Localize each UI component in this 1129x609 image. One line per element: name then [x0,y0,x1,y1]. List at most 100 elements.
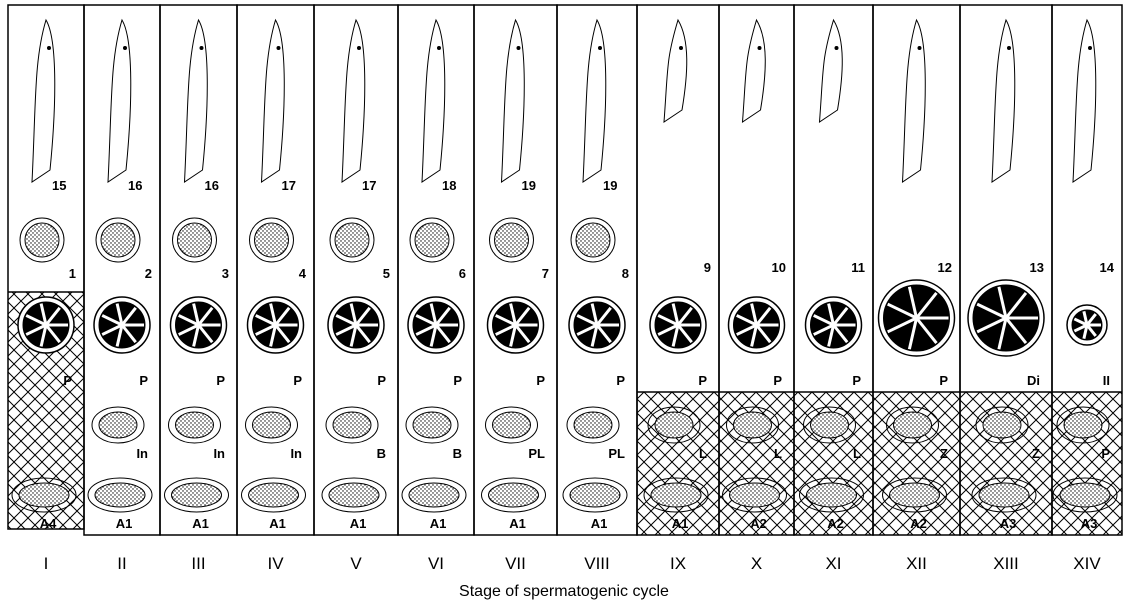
elongated-spermatid [262,20,285,182]
stage-numeral: V [350,554,362,573]
spermatid-round-label: 1 [69,266,76,281]
spermatid-nucleus [178,223,212,257]
spermatogonium-nucleus [329,483,379,507]
spermatogonium-label: A1 [430,516,447,531]
acrosome-dot [835,46,839,50]
spermatocyte-label: P [773,373,782,388]
spermatocyte-label: P [139,373,148,388]
spermatid-round-label: 5 [383,266,390,281]
stage-column: 163PInA1III [160,5,237,573]
stage-numeral: IV [267,554,284,573]
cell-type-label: In [213,446,225,461]
acrosome-dot [1007,46,1011,50]
cell-type-label: In [136,446,148,461]
elongated-spermatid [185,20,208,182]
cell-nucleus [176,412,214,438]
spermatid-round-label: 4 [299,266,307,281]
stage-numeral: III [191,554,205,573]
cell-nucleus [811,412,849,438]
stage-column: 9PLA1IX [637,5,719,573]
cell-nucleus [99,412,137,438]
spermatid-nucleus [255,223,289,257]
spermatid-nucleus [495,223,529,257]
spermatocyte-label: P [377,373,386,388]
stage-column: 197PPLA1VII [474,5,557,573]
cell-nucleus [1064,412,1102,438]
spermatid-nucleus [25,223,59,257]
spermatocyte-label: P [63,373,72,388]
cell-type-label: PL [608,446,625,461]
elongated-spermatid [903,20,926,182]
stage-column: 162PInA1II [84,5,160,573]
acrosome-dot [679,46,683,50]
acrosome-dot [758,46,762,50]
stage-column: 174PInA1IV [237,5,314,573]
acrosome-dot [200,46,204,50]
cell-type-label: P [1101,446,1110,461]
acrosome-dot [598,46,602,50]
cell-type-label: L [853,446,861,461]
cell-type-label: B [377,446,386,461]
spermatocyte-label: P [536,373,545,388]
stage-numeral: XI [825,554,841,573]
cell-type-label: Z [1032,446,1040,461]
stage-numeral: VI [428,554,444,573]
spermatocyte-label: II [1103,373,1110,388]
cell-type-label: L [774,446,782,461]
elongated-spermatid [992,20,1015,182]
spermatogonium-nucleus [172,483,222,507]
spermatogonium-nucleus [890,483,940,507]
spermatocyte-label: P [939,373,948,388]
cell-nucleus [574,412,612,438]
spermatid-step-label: 18 [442,178,456,193]
spermatogonium-label: A1 [672,516,689,531]
spermatid-round-label: 8 [622,266,629,281]
spermatid-round-label: 13 [1030,260,1044,275]
acrosome-dot [277,46,281,50]
spermatid-nucleus [576,223,610,257]
spermatocyte-label: P [852,373,861,388]
spermatogonium-nucleus [651,483,701,507]
stage-numeral: VII [505,554,526,573]
cell-nucleus [983,412,1021,438]
stage-column: 11PLA2XI [794,5,873,573]
spermatid-round-label: 12 [938,260,952,275]
acrosome-dot [47,46,51,50]
spermatogonium-label: A1 [269,516,286,531]
spermatid-step-label: 19 [603,178,617,193]
spermatid-round-label: 6 [459,266,466,281]
elongated-spermatid [32,20,55,182]
cell-type-label: B [453,446,462,461]
stage-numeral: IX [670,554,686,573]
spermatid-round-label: 11 [851,260,865,275]
elongated-spermatid [342,20,365,182]
spermatid-step-label: 15 [52,178,66,193]
spermatid-nucleus [335,223,369,257]
spermatid-step-label: 17 [362,178,376,193]
spermatid-round-label: 3 [222,266,229,281]
spermatogonium-nucleus [807,483,857,507]
spermatogonium-nucleus [979,483,1029,507]
spermatid-step-label: 16 [128,178,142,193]
stage-numeral: I [44,554,49,573]
cell-nucleus [655,412,693,438]
acrosome-dot [357,46,361,50]
cell-nucleus [493,412,531,438]
elongated-spermatid [1073,20,1096,182]
spermatid-nucleus [415,223,449,257]
spermatogonium-label: A1 [509,516,526,531]
spermatid-round-label: 9 [704,260,711,275]
spermatogonium-nucleus [1060,483,1110,507]
acrosome-dot [123,46,127,50]
spermatogonium-label: A4 [40,516,57,531]
spermatid-step-label: 19 [522,178,536,193]
spermatogonium-label: A1 [116,516,133,531]
cell-nucleus [333,412,371,438]
spermatocyte-label: Di [1027,373,1040,388]
spermatid-round-label: 2 [145,266,152,281]
elongated-spermatid [664,20,687,122]
spermatogonium-nucleus [730,483,780,507]
cell-type-label: L [699,446,707,461]
spermatogonium-label: A1 [192,516,209,531]
